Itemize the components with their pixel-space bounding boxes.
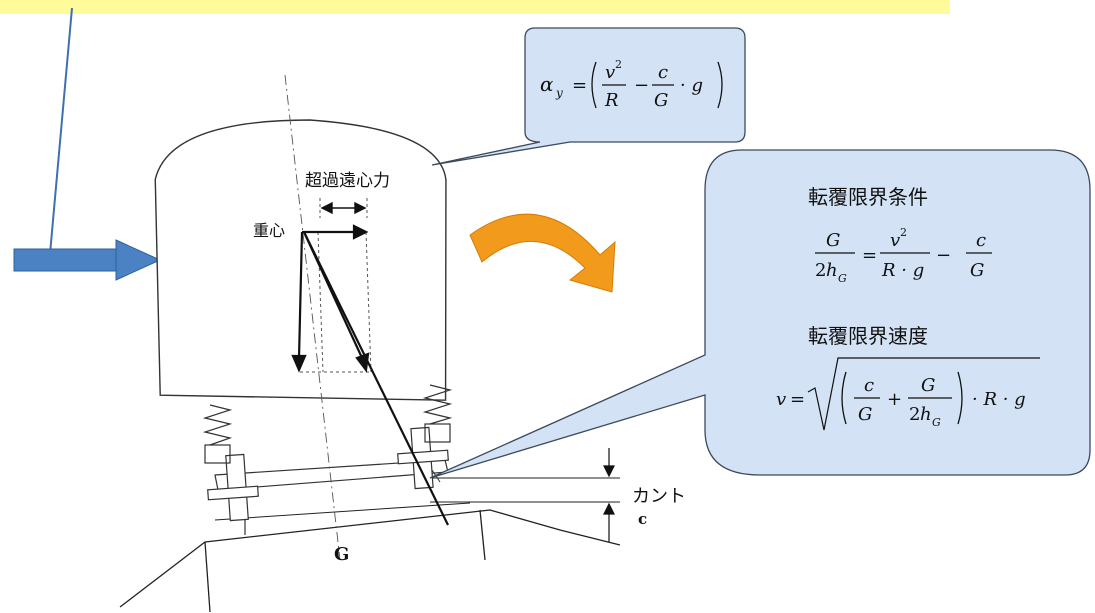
- speed-paren-left: [841, 371, 847, 425]
- cant-dimension: [603, 448, 615, 542]
- cond-2: 2: [815, 260, 826, 281]
- speed-equals: =: [790, 389, 805, 410]
- cant-symbol: c: [638, 510, 647, 528]
- condition-title: 転覆限界条件: [808, 185, 928, 209]
- excess-centrifugal-label: 超過遠心力: [305, 171, 390, 191]
- speed-G-den: G: [858, 404, 872, 425]
- centerline: [284, 74, 341, 561]
- frac-v: v: [605, 62, 615, 83]
- frac-v-exp: 2: [615, 58, 622, 71]
- cond-G-den: G: [970, 260, 984, 281]
- speed-h: h: [920, 404, 932, 425]
- rollover-arrow: [469, 213, 616, 293]
- callout-right: 転覆限界条件 G 2 h G = v 2 R · g − c G 転覆限界速度 …: [429, 149, 1091, 479]
- cond-G-num: G: [826, 230, 840, 251]
- sqrt-sign: [807, 357, 1040, 431]
- cond-v-exp: 2: [900, 226, 907, 239]
- cond-minus: −: [936, 245, 951, 266]
- rail-lines: [214, 477, 620, 521]
- frac-c: c: [658, 62, 668, 83]
- minus-sign: −: [634, 75, 649, 96]
- cond-Rg: R · g: [881, 260, 924, 281]
- equals-sign: =: [572, 75, 587, 96]
- track-bed: [119, 509, 621, 613]
- excess-force-dimension: [320, 201, 367, 215]
- alpha-subscript: y: [555, 86, 563, 100]
- speed-tail: · R · g: [972, 389, 1026, 410]
- pointer-line: [49, 7, 73, 255]
- alpha-symbol: α: [540, 72, 554, 96]
- paren-left: [591, 61, 597, 109]
- speed-c: c: [864, 375, 874, 396]
- tail-g: · g: [680, 75, 703, 96]
- paren-right: [717, 61, 723, 109]
- cond-v: v: [890, 230, 900, 251]
- cond-h-sub: G: [838, 272, 847, 285]
- cond-h: h: [826, 260, 838, 281]
- speed-plus: +: [887, 389, 902, 410]
- speed-h-sub: G: [932, 416, 941, 429]
- cond-c: c: [976, 230, 986, 251]
- center-of-gravity-label: 重心: [253, 221, 285, 240]
- wind-force-arrow: [13, 239, 162, 281]
- banner-strip: [0, 0, 950, 14]
- cond-equals: =: [862, 245, 877, 266]
- frac-R: R: [604, 90, 619, 111]
- bogie: [207, 426, 449, 535]
- frac-G: G: [654, 90, 668, 111]
- gauge-symbol: G: [334, 544, 349, 565]
- speed-v: v: [776, 389, 786, 410]
- resultant-line: [303, 231, 449, 526]
- cant-label: カント: [632, 486, 686, 507]
- speed-G-num: G: [921, 375, 935, 396]
- callout-top: α y = v 2 R − c G · g: [431, 27, 746, 166]
- speed-2: 2: [909, 404, 920, 425]
- force-box: [300, 198, 372, 373]
- speed-title: 転覆限界速度: [808, 324, 928, 348]
- speed-paren-right: [957, 371, 963, 425]
- springs: [202, 384, 453, 464]
